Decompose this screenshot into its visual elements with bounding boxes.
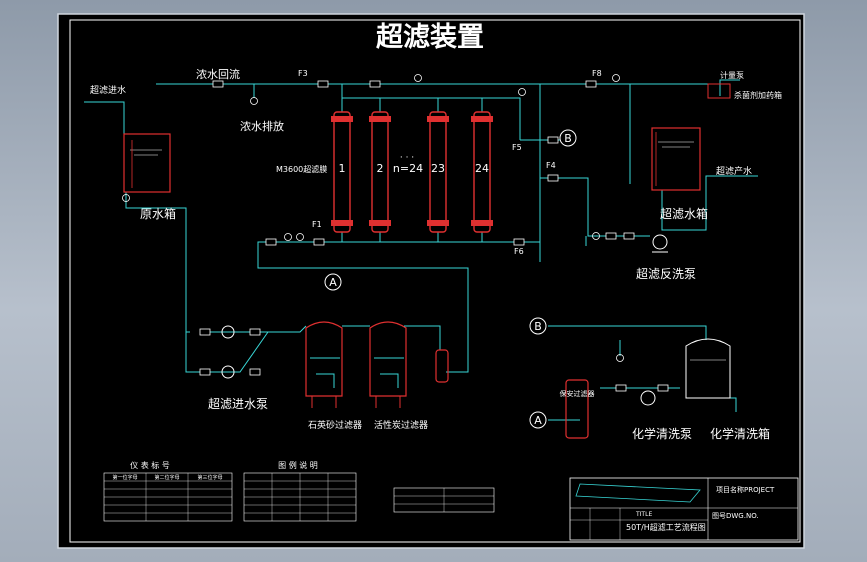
symbol-legend: 图 例 说 明 [243, 460, 357, 522]
uf-module-24: 24 [471, 111, 493, 233]
pressure-gauges [122, 74, 624, 362]
raw-water-tank [123, 133, 171, 193]
instrument-legend-header-2: 第二位字母 [154, 474, 179, 481]
pipes [84, 79, 758, 421]
uf-module-1: 1 [331, 111, 353, 233]
connector-b-bottom: B [534, 320, 542, 333]
valve-symbols [199, 80, 669, 392]
label-backwash-pump: 超滤反洗泵 [636, 266, 696, 281]
uf-water-tank [651, 127, 701, 191]
valve-labels: F3 F8 F5 F4 F6 F1 [298, 69, 602, 256]
label-concentrate-drain: 浓水排放 [240, 119, 284, 133]
label-chem-clean-tank: 化学清洗箱 [710, 426, 770, 441]
module-dots: · · · [400, 153, 414, 163]
connector-a-top: A [329, 276, 337, 289]
uf-module-label: 23 [431, 162, 445, 175]
label-uf-tank: 超滤水箱 [660, 206, 708, 221]
security-filter-label: 保安过滤器 [560, 389, 595, 398]
feed-pump-1-icon [221, 325, 235, 339]
drawing-sheet [57, 13, 805, 549]
quartz-sand-filter [305, 321, 343, 408]
uf-module-label: 2 [377, 162, 384, 175]
connector-b-top: B [564, 132, 572, 145]
title-block-title-label: TITLE [635, 511, 652, 518]
metering-pump [707, 83, 731, 99]
security-filter-2 [565, 379, 589, 439]
label-carbon-filter: 活性炭过滤器 [374, 419, 428, 431]
uf-module-label: 24 [475, 162, 489, 175]
module-count: n=24 [393, 162, 423, 175]
instrument-legend-header-1: 第一位字母 [112, 474, 137, 481]
title-block-drawing-title: 50T/H超滤工艺流程图 [626, 522, 706, 532]
uf-membrane-modules: 1 2 23 24 [331, 111, 493, 233]
company-logo-icon [575, 483, 701, 503]
label-concentrate-return: 浓水回流 [196, 67, 240, 81]
label-uf-product-water: 超滤产水 [716, 165, 752, 177]
valve-f3: F3 [298, 69, 308, 78]
symbol-legend-title: 图 例 说 明 [278, 460, 318, 470]
chem-clean-tank [685, 338, 731, 399]
valve-f6: F6 [514, 247, 524, 256]
connector-a-bottom: A [534, 414, 542, 427]
inner-border [69, 19, 801, 543]
instrument-legend-header-3: 第三位字母 [197, 474, 222, 481]
title-block-dwg-no: 图号DWG.NO. [712, 512, 759, 520]
label-uf-inlet: 超滤进水 [90, 84, 126, 96]
uf-module-label: 1 [339, 162, 346, 175]
label-raw-tank: 原水箱 [140, 206, 176, 221]
connectors: A B B A [324, 129, 577, 429]
valve-f1: F1 [312, 220, 322, 229]
backwash-pump-icon [652, 234, 668, 250]
label-sand-filter: 石英砂过滤器 [308, 419, 362, 431]
chem-clean-pump-icon [640, 390, 656, 406]
valve-f8: F8 [592, 69, 602, 78]
instrument-legend: 仪 表 标 号 第一位字母 第二位字母 第三位字母 [103, 460, 233, 522]
activated-carbon-filter [369, 321, 407, 408]
uf-module-2: 2 [369, 111, 391, 233]
label-chem-clean-pump: 化学清洗泵 [632, 426, 692, 441]
valve-f5: F5 [512, 143, 522, 152]
instrument-legend-title: 仪 表 标 号 [130, 460, 170, 470]
label-membrane-model: M3600超滤膜 [276, 164, 327, 174]
revision-table [393, 487, 495, 513]
security-filter-1 [435, 349, 449, 383]
label-bactericide-tank: 杀菌剂加药箱 [734, 90, 782, 100]
page-title: 超滤装置 [376, 22, 484, 53]
valve-f4: F4 [546, 161, 556, 170]
uf-module-23: 23 [427, 111, 449, 233]
title-block: 项目名称PROJECT TITLE 图号DWG.NO. 50T/H超滤工艺流程图 [569, 477, 799, 541]
feed-pump-2-icon [221, 365, 235, 379]
title-block-project: 项目名称PROJECT [716, 485, 775, 494]
diagram-labels: 超滤进水 浓水回流 浓水排放 M3600超滤膜 原水箱 超滤产水 超滤水箱 计量… [90, 67, 782, 441]
label-metering-pump: 计量泵 [720, 70, 744, 80]
label-feed-pump: 超滤进水泵 [208, 396, 268, 411]
